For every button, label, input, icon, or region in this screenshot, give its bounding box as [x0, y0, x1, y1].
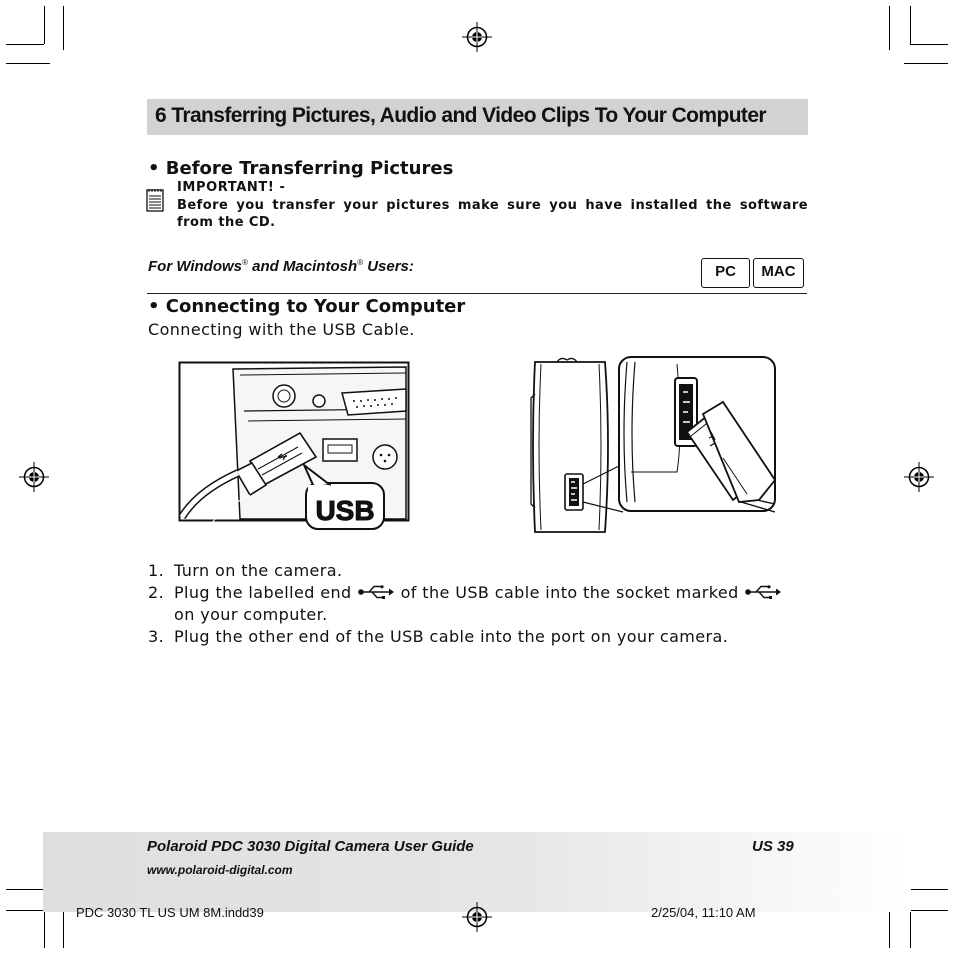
crop-mark — [6, 63, 50, 64]
crop-mark — [63, 6, 64, 50]
crop-mark — [910, 6, 911, 44]
crop-mark — [63, 904, 64, 948]
step-text: on your computer. — [174, 605, 328, 624]
footer-url: www.polaroid-digital.com — [147, 863, 293, 877]
step-number: 3. — [148, 627, 165, 646]
slug-file-name: PDC 3030 TL US UM 8M.indd39 — [76, 905, 264, 920]
crop-mark — [889, 6, 890, 50]
crop-mark — [904, 889, 948, 890]
intro-text: Connecting with the USB Cable. — [148, 320, 415, 339]
registered-mark: ® — [357, 258, 364, 267]
registered-mark: ® — [242, 258, 248, 267]
step-text: Plug the labelled end — [174, 583, 352, 602]
step-item: 1. Turn on the camera. — [148, 560, 818, 582]
step-item: 3. Plug the other end of the USB cable i… — [148, 626, 818, 648]
crop-mark — [889, 904, 890, 948]
registration-mark-icon — [904, 462, 934, 492]
section-heading-connecting: • Connecting to Your Computer — [148, 296, 466, 317]
platforms-prefix: For Windows — [148, 258, 243, 275]
usb-callout-label: USB — [315, 495, 374, 526]
note-icon — [146, 189, 164, 212]
pc-badge: PC — [701, 258, 750, 288]
important-label: IMPORTANT! - — [177, 180, 286, 195]
chapter-title: 6 Transferring Pictures, Audio and Video… — [155, 104, 767, 127]
platforms-line: For Windows® and Macintosh® Users: — [148, 258, 414, 275]
footer-band — [43, 832, 911, 912]
registration-mark-icon — [19, 462, 49, 492]
registration-mark-icon — [462, 902, 492, 932]
crop-mark — [910, 910, 911, 948]
steps-list: 1. Turn on the camera. 2. Plug the label… — [148, 560, 818, 648]
camera-usb-port-illustration — [530, 356, 777, 533]
slug-page: 39 — [249, 905, 264, 920]
computer-usb-port-illustration: USB — [178, 361, 410, 533]
usb-symbol-icon — [745, 585, 782, 599]
crop-mark — [910, 44, 948, 45]
section-divider — [147, 293, 807, 294]
step-text: Turn on the camera. — [174, 561, 343, 580]
crop-mark — [6, 910, 44, 911]
step-text: of the USB cable into the socket marked — [400, 583, 739, 602]
crop-mark — [44, 6, 45, 44]
crop-mark — [904, 63, 948, 64]
step-item: 2. Plug the labelled end of the USB cabl… — [148, 582, 818, 626]
section-heading-before-transferring: • Before Transferring Pictures — [148, 158, 454, 179]
crop-mark — [910, 910, 948, 911]
crop-mark — [6, 889, 50, 890]
crop-mark — [6, 44, 44, 45]
step-number: 1. — [148, 561, 165, 580]
usb-symbol-icon — [358, 585, 395, 599]
slug-file: PDC 3030 TL US UM 8M.indd — [76, 905, 250, 920]
step-number: 2. — [148, 583, 165, 602]
footer-page-number: US 39 — [752, 838, 794, 855]
slug-timestamp: 2/25/04, 11:10 AM — [651, 905, 756, 920]
platforms-middle: and Macintosh — [247, 258, 358, 275]
chapter-header-bar — [147, 99, 808, 135]
mac-badge: MAC — [753, 258, 804, 288]
important-text: Before you transfer your pictures make s… — [177, 198, 808, 230]
footer-title: Polaroid PDC 3030 Digital Camera User Gu… — [147, 838, 474, 855]
step-text: Plug the other end of the USB cable into… — [174, 627, 729, 646]
platforms-suffix: Users: — [363, 258, 414, 275]
crop-mark — [44, 910, 45, 948]
registration-mark-icon — [462, 22, 492, 52]
